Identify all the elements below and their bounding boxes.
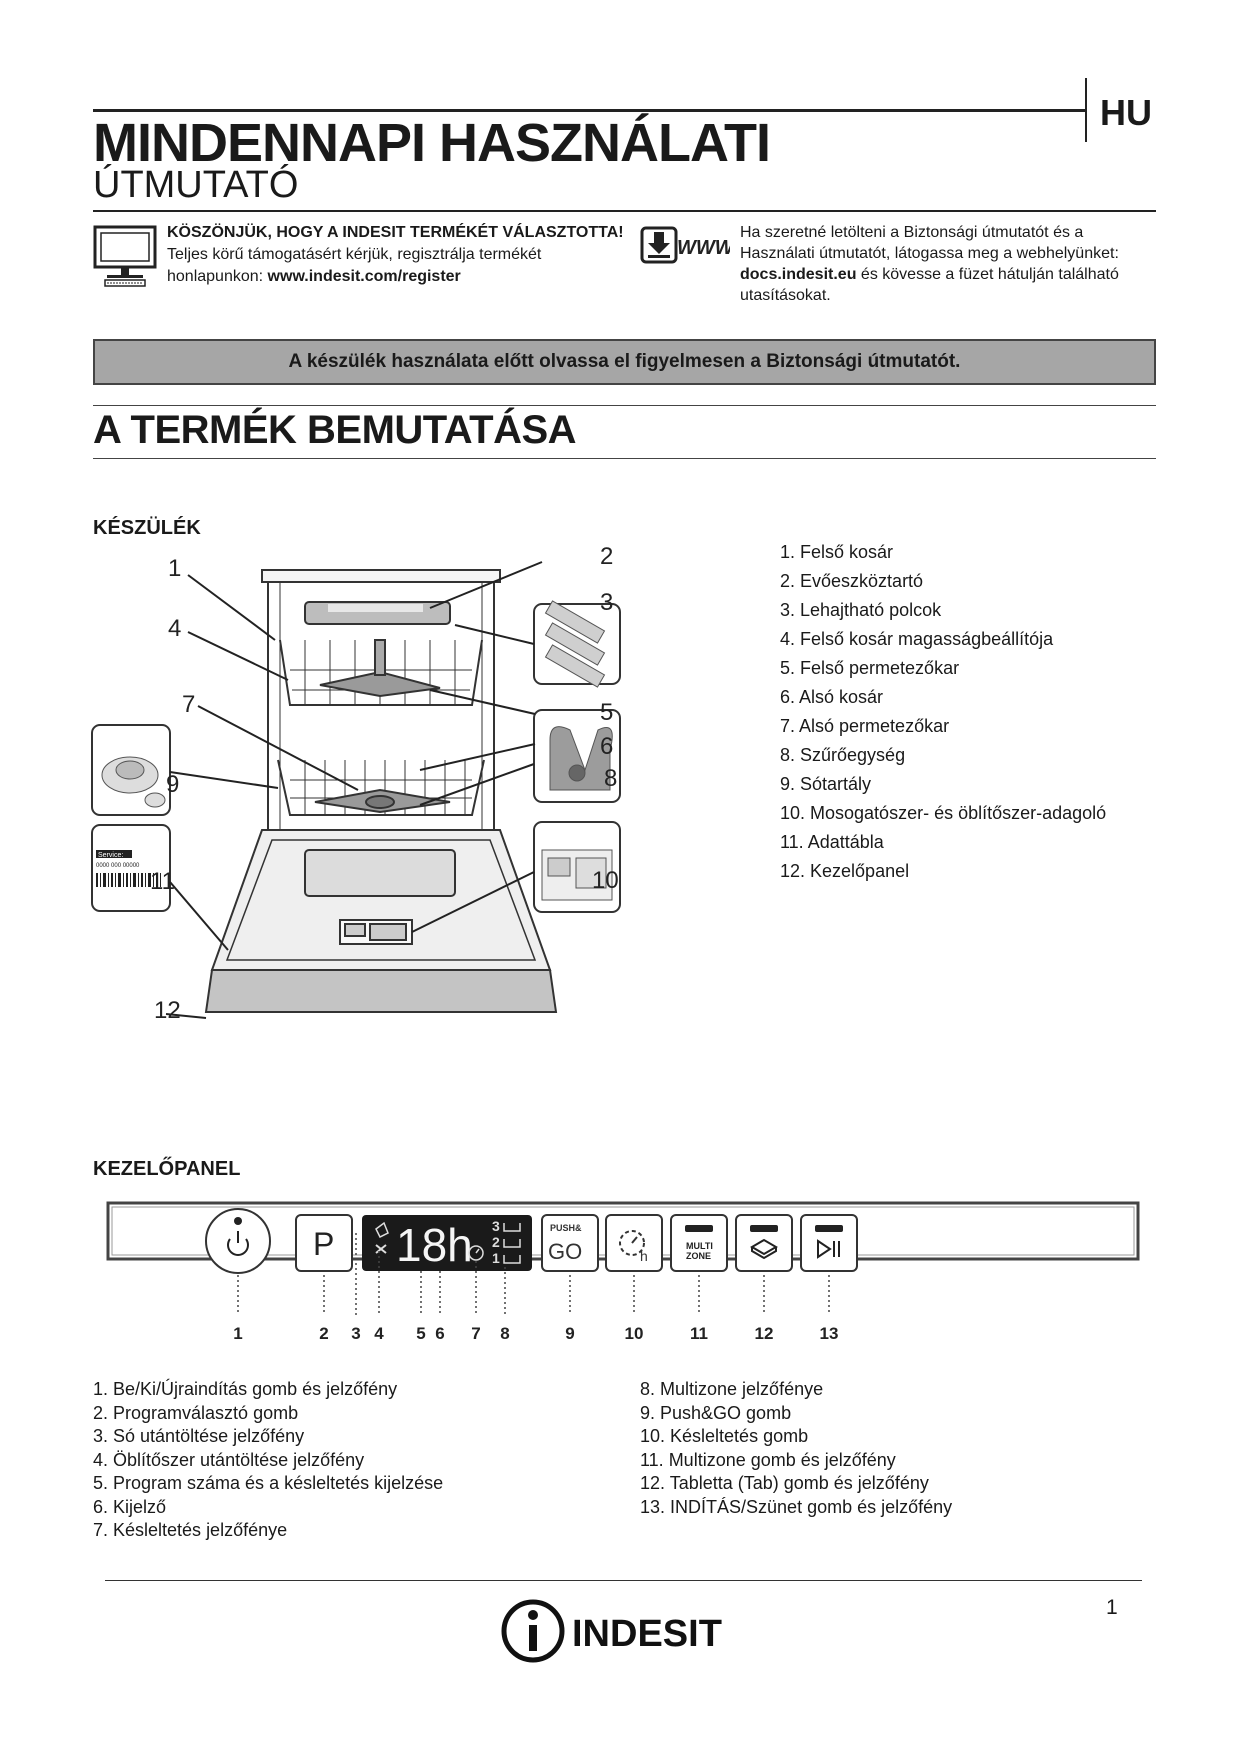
control-panel-diagram: P 18h 3 2 1 PUSH& GO	[100, 1195, 1150, 1345]
service-number: 0000 000 00000	[96, 863, 140, 869]
list-item: 12. Kezelőpanel	[780, 857, 1106, 886]
delay-button[interactable]: h	[606, 1215, 662, 1271]
push-label: PUSH&	[550, 1223, 582, 1233]
multizone-button[interactable]: MULTI ZONE	[671, 1215, 727, 1271]
footer-rule	[105, 1580, 1142, 1581]
start-pause-button[interactable]	[801, 1215, 857, 1271]
appliance-heading: KÉSZÜLÉK	[93, 517, 201, 540]
list-item: 5. Program száma és a késleltetés kijelz…	[93, 1472, 443, 1496]
page-number: 1	[1106, 1596, 1118, 1620]
level-label-1: 1	[492, 1250, 500, 1266]
callout-1: 1	[168, 555, 181, 582]
list-item: 12. Tabletta (Tab) gomb és jelzőfény	[640, 1472, 952, 1496]
callout-6: 6	[600, 733, 613, 760]
list-item: 1. Be/Ki/Újraindítás gomb és jelzőfény	[93, 1378, 443, 1402]
list-item: 3. Só utántöltése jelzőfény	[93, 1425, 443, 1449]
brand-logo: INDESIT	[500, 1598, 750, 1671]
callout-3: 3	[600, 589, 613, 616]
panel-callout-9: 9	[565, 1324, 574, 1343]
computer-icon	[93, 225, 157, 294]
program-button[interactable]: P	[296, 1215, 352, 1271]
list-item: 7. Késleltetés jelzőfénye	[93, 1519, 443, 1543]
page-subtitle: ÚTMUTATÓ	[93, 164, 298, 207]
list-item: 7. Alsó permetezőkar	[780, 712, 1106, 741]
list-item: 3. Lehajtható polcok	[780, 596, 1106, 625]
dishwasher-diagram: Service: 0000 000 00000 1 2 3 4 5 6 7	[90, 540, 650, 1030]
thank-you-heading: KÖSZÖNJÜK, HOGY A INDESIT TERMÉKÉT VÁLAS…	[167, 224, 624, 241]
level-label-2: 2	[492, 1234, 500, 1250]
panel-callout-13: 13	[820, 1324, 839, 1343]
panel-callout-6: 6	[435, 1324, 444, 1343]
list-item: 6. Alsó kosár	[780, 683, 1106, 712]
panel-callout-11: 11	[690, 1324, 708, 1343]
download-www-icon: WWW	[640, 226, 730, 271]
level-label-3: 3	[492, 1218, 500, 1234]
multizone-label-1: MULTI	[686, 1241, 713, 1251]
appliance-parts-list: 1. Felső kosár 2. Evőeszköztartó 3. Leha…	[780, 538, 1106, 886]
callout-9: 9	[166, 771, 179, 798]
tablet-button[interactable]	[736, 1215, 792, 1271]
display-digits: 18h	[396, 1219, 473, 1271]
brand-name: INDESIT	[572, 1613, 722, 1655]
callout-12: 12	[154, 997, 181, 1024]
power-button[interactable]	[206, 1209, 270, 1273]
download-link[interactable]: docs.indesit.eu	[740, 266, 856, 283]
list-item: 2. Evőeszköztartó	[780, 567, 1106, 596]
callout-10: 10	[592, 867, 619, 894]
list-item: 9. Sótartály	[780, 770, 1106, 799]
language-code: HU	[1100, 92, 1152, 134]
list-item: 4. Öblítőszer utántöltése jelzőfény	[93, 1449, 443, 1473]
registration-info: KÖSZÖNJÜK, HOGY A INDESIT TERMÉKÉT VÁLAS…	[167, 222, 637, 288]
panel-callout-12: 12	[755, 1324, 774, 1343]
panel-callout-2: 2	[319, 1324, 328, 1343]
callout-2: 2	[600, 543, 613, 570]
multizone-label-2: ZONE	[686, 1251, 711, 1261]
section-rule-top	[93, 405, 1156, 406]
display: 18h 3 2 1	[362, 1215, 532, 1271]
list-item: 2. Programválasztó gomb	[93, 1402, 443, 1426]
list-item: 1. Felső kosár	[780, 538, 1106, 567]
panel-callout-4: 4	[374, 1324, 384, 1343]
control-panel-heading: KEZELŐPANEL	[93, 1158, 240, 1181]
title-rule	[93, 210, 1156, 212]
panel-callout-8: 8	[500, 1324, 509, 1343]
list-item: 11. Multizone gomb és jelzőfény	[640, 1449, 952, 1473]
list-item: 8. Szűrőegység	[780, 741, 1106, 770]
panel-callout-7: 7	[471, 1324, 480, 1343]
go-label: GO	[548, 1239, 582, 1264]
list-item: 9. Push&GO gomb	[640, 1402, 952, 1426]
push-go-button[interactable]: PUSH& GO	[542, 1215, 598, 1271]
www-label: WWW	[677, 237, 730, 259]
registration-link[interactable]: www.indesit.com/register	[268, 268, 461, 285]
download-text: Ha szeretné letölteni a Biztonsági útmut…	[740, 224, 1119, 262]
list-item: 10. Késleltetés gomb	[640, 1425, 952, 1449]
list-item: 5. Felső permetezőkar	[780, 654, 1106, 683]
safety-warning-banner: A készülék használata előtt olvassa el f…	[93, 339, 1156, 385]
callout-11: 11	[150, 868, 175, 895]
section-title: A TERMÉK BEMUTATÁSA	[93, 408, 576, 453]
callout-8: 8	[604, 765, 617, 792]
section-rule-bottom	[93, 458, 1156, 459]
panel-callout-10: 10	[625, 1324, 644, 1343]
list-item: 6. Kijelző	[93, 1496, 443, 1520]
list-item: 4. Felső kosár magasságbeállítója	[780, 625, 1106, 654]
callout-5: 5	[600, 699, 613, 726]
list-item: 11. Adattábla	[780, 828, 1106, 857]
panel-callout-5: 5	[416, 1324, 425, 1343]
callout-7: 7	[182, 691, 195, 718]
program-label: P	[313, 1226, 334, 1262]
list-item: 13. INDÍTÁS/Szünet gomb és jelzőfény	[640, 1496, 952, 1520]
download-info: Ha szeretné letölteni a Biztonsági útmut…	[740, 222, 1160, 306]
service-label: Service:	[98, 852, 123, 859]
svg-text:h: h	[640, 1248, 648, 1264]
panel-legend-right: 8. Multizone jelzőfénye 9. Push&GO gomb …	[640, 1378, 952, 1519]
panel-legend-left: 1. Be/Ki/Újraindítás gomb és jelzőfény 2…	[93, 1378, 443, 1543]
list-item: 8. Multizone jelzőfénye	[640, 1378, 952, 1402]
list-item: 10. Mosogatószer- és öblítőszer-adagoló	[780, 799, 1106, 828]
panel-callout-1: 1	[233, 1324, 242, 1343]
language-divider	[1085, 78, 1087, 142]
panel-callout-3: 3	[351, 1324, 360, 1343]
callout-4: 4	[168, 615, 181, 642]
